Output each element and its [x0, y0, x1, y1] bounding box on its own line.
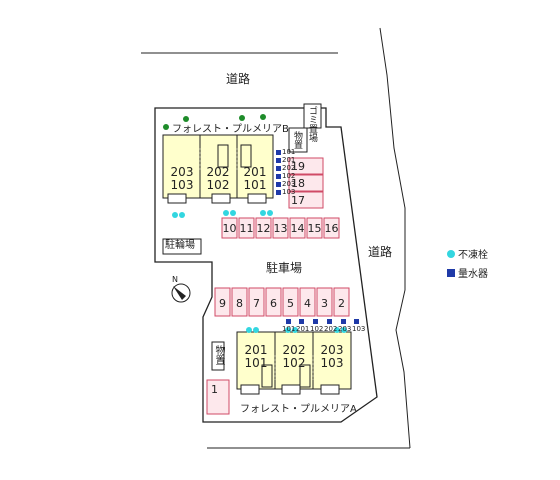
parking-slot: 10: [222, 221, 237, 235]
road-label-east: 道路: [368, 245, 393, 259]
parking-slot: 7: [253, 296, 260, 310]
storage-top-label: 物置: [292, 131, 302, 149]
storage-bottom: [211, 341, 225, 371]
parking-slot: 13: [273, 221, 288, 235]
parking-slot: 9: [219, 296, 226, 310]
parking-slot: 14: [290, 221, 305, 235]
meter-label: 101: [282, 325, 296, 333]
parking-stalls: [206, 157, 350, 415]
building-a-name: フォレスト・プルメリアA: [240, 404, 357, 415]
legend-meter: 量水器: [447, 265, 488, 280]
parking-slot: 5: [287, 296, 294, 310]
north-label: N: [172, 275, 178, 284]
parking-lot-label: 駐車場: [266, 261, 303, 275]
parking-slot: 2: [338, 296, 345, 310]
parking-slot: 3: [321, 296, 328, 310]
meter-label: 201: [296, 325, 310, 333]
legend-faucet-label: 不凍栓: [458, 250, 488, 261]
meter-label: 102: [310, 325, 324, 333]
parking-slot: 16: [324, 221, 339, 235]
parking-slot: 19: [291, 159, 305, 173]
meter-label: 203: [338, 325, 352, 333]
parking-slot: 15: [307, 221, 322, 235]
meter-label: 101: [282, 148, 296, 156]
tree-icons: [163, 114, 266, 130]
parking-slot: 17: [291, 193, 305, 207]
north-arrow-icon: [171, 283, 191, 303]
parking-slot: 12: [256, 221, 271, 235]
faucet-icons: [172, 210, 347, 333]
bicycle-parking-label: 駐輪場: [165, 240, 195, 251]
meter-label: 202: [324, 325, 338, 333]
parking-slot: 4: [304, 296, 311, 310]
parking-slot: 6: [270, 296, 277, 310]
faucet-legend-icon: [447, 249, 455, 258]
meter-legend-icon: [447, 268, 455, 277]
meter-label: 102: [282, 172, 296, 180]
meter-label: 202: [282, 164, 296, 172]
storage-top: [288, 127, 308, 153]
meter-label: 203: [282, 180, 296, 188]
garbage-area: [303, 103, 322, 129]
meter-icons-b: [276, 150, 281, 195]
garbage-label: ゴミ置場: [307, 106, 317, 142]
parking-slot: 1: [211, 382, 218, 396]
road-label-north: 道路: [226, 72, 251, 86]
legend-faucet: 不凍栓: [447, 246, 488, 261]
meter-icons-a: [286, 319, 359, 324]
bicycle-parking: [162, 238, 202, 255]
parking-slot: 18: [291, 176, 305, 190]
legend-meter-label: 量水器: [458, 269, 488, 280]
building-b-name: フォレスト・プルメリアB: [172, 124, 289, 135]
meter-label: 103: [282, 188, 296, 196]
meter-label: 103: [352, 325, 366, 333]
storage-bottom-label: 物置: [213, 345, 224, 365]
meter-label: 201: [282, 156, 296, 164]
road-edge-east: [379, 27, 411, 449]
parking-slot: 11: [239, 221, 254, 235]
parking-slot: 8: [236, 296, 243, 310]
